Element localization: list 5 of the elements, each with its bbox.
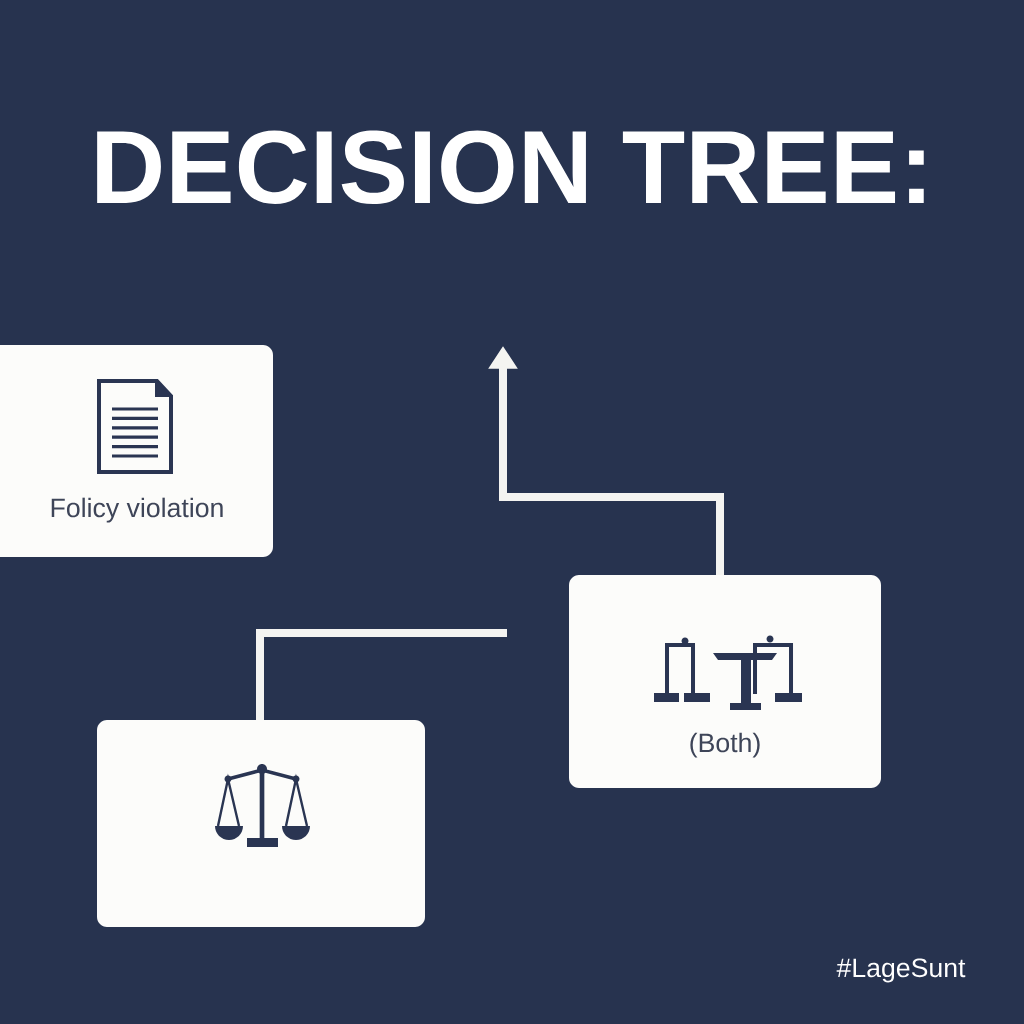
title: DECISION TREE: bbox=[97, 130, 924, 204]
process-box: Folicy violation bbox=[0, 345, 273, 557]
process-box: (Both) bbox=[569, 575, 881, 788]
connector-line bbox=[256, 629, 507, 720]
hashtag: #LageSunt bbox=[836, 958, 966, 983]
